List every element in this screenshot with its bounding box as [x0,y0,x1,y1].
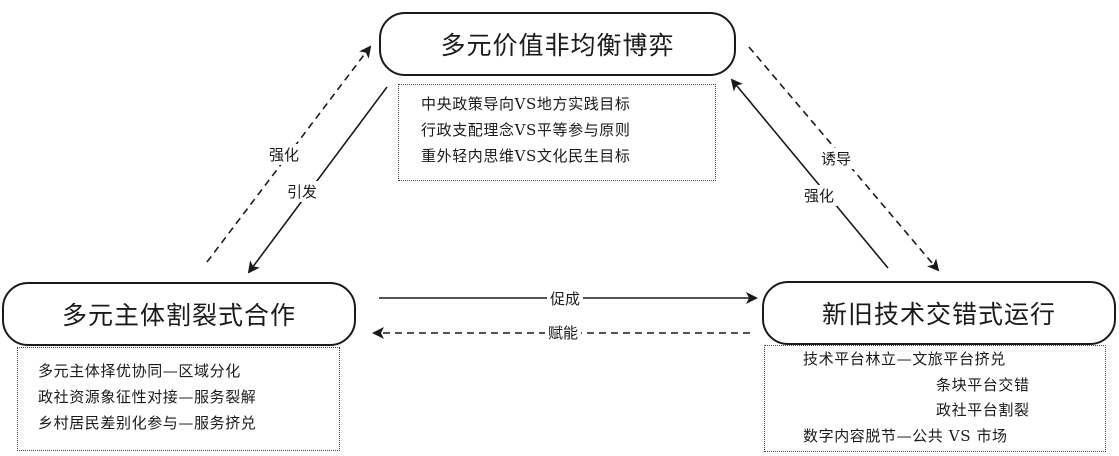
edge-label-right-down: 强化 [801,185,838,206]
node-top-label: 多元价值非均衡博弈 [440,31,675,60]
edge-label-bottom-forward: 促成 [547,288,584,309]
edge-label-right-up: 诱导 [818,148,855,169]
note-top: 中央政策导向VS地方实践目标 行政支配理念VS平等参与原则 重外轻内思维VS文化… [398,84,716,181]
note-left-line-2: 政社资源象征性对接—服务裂解 [38,388,257,406]
node-right-label: 新旧技术交错式运行 [821,300,1056,329]
arrow-right-up-solid [730,78,889,269]
note-left-line-1: 多元主体择优协同—区域分化 [38,362,241,380]
note-right-line-4: 数字内容脱节—公共 VS 市场 [803,426,1008,445]
note-top-line-2: 行政支配理念VS平等参与原则 [421,121,631,139]
note-left: 多元主体择优协同—区域分化 政社资源象征性对接—服务裂解 乡村居民差别化参与—服… [17,347,340,451]
arrow-left-down-solid [247,86,388,274]
note-right: 技术平台林立—文旅平台挤兑 条块平台交错 政社平台割裂 数字内容脱节—公共 VS… [764,345,1106,452]
note-right-line-1: 技术平台林立—文旅平台挤兑 [803,350,1006,368]
node-top: 多元价值非均衡博弈 [379,12,736,76]
edge-label-left-up: 强化 [266,144,303,165]
edge-label-left-down: 引发 [284,181,321,202]
node-left: 多元主体割裂式合作 [2,282,356,346]
note-top-line-3: 重外轻内思维VS文化民生目标 [421,147,631,165]
node-left-label: 多元主体割裂式合作 [61,301,296,330]
node-right: 新旧技术交错式运行 [762,281,1116,345]
edge-label-bottom-back: 赋能 [545,322,582,343]
note-left-line-3: 乡村居民差别化参与—服务挤兑 [38,414,257,432]
note-right-line-2: 条块平台交错 [936,375,1030,394]
note-top-line-1: 中央政策导向VS地方实践目标 [421,95,631,113]
note-right-line-3: 政社平台割裂 [936,401,1030,419]
